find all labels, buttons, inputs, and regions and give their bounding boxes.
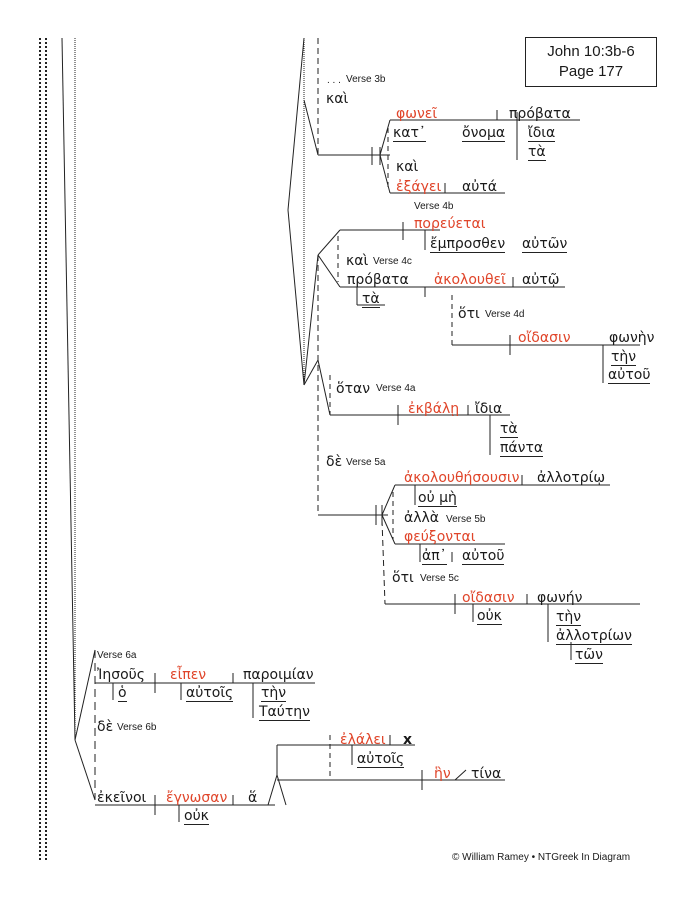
verse-label-5a: Verse 5a: [346, 457, 386, 468]
word-tauten: Ταύτην: [259, 704, 311, 721]
verb-oidasin: οἴδασιν: [462, 590, 515, 606]
word-auto: αὐτῷ: [522, 272, 560, 288]
word-phonen: φωνὴν: [609, 330, 655, 346]
verb-exagei: ἐξάγει: [396, 179, 442, 195]
verse-label-5c: Verse 5c: [420, 573, 459, 584]
verse-label-6a: Verse 6a: [97, 650, 137, 661]
verb-pheuxontai: φεύξονται: [404, 529, 476, 545]
verb-oidasin: οἴδασιν: [518, 330, 571, 346]
word-ouk: οὐκ: [477, 608, 502, 625]
verb-phonei: φωνεῖ: [396, 106, 438, 122]
verb-poreuetai: πορεύεται: [414, 216, 486, 232]
verse-label-6b: Verse 6b: [117, 722, 157, 733]
word-ap: ἀπ᾽: [422, 548, 447, 565]
word-autou: αὐτοῦ: [608, 367, 651, 384]
verb-egnosan: ἔγνωσαν: [166, 790, 228, 806]
word-de: δὲ: [97, 719, 114, 735]
word-kai: καὶ: [346, 253, 369, 269]
verb-ekbale: ἐκβάλῃ: [408, 401, 460, 417]
word-allotrion: ἀλλοτρίων: [556, 628, 632, 645]
word-ou-me: οὐ μὴ: [418, 490, 457, 507]
verse-label-4b: Verse 4b: [414, 201, 454, 212]
word-ekeinoi: ἐκεῖνοι: [97, 790, 147, 806]
word-hotan: ὅταν: [336, 381, 371, 397]
verse-label-4a: Verse 4a: [376, 383, 416, 394]
word-hoti: ὅτι: [458, 306, 480, 322]
word-ho: ὁ: [118, 685, 127, 702]
word-emprosthen: ἔμπροσθεν: [430, 236, 506, 253]
word-hoti: ὅτι: [392, 570, 414, 586]
verb-elalei: ἐλάλει: [340, 732, 386, 748]
word-ta: τὰ: [362, 291, 380, 308]
word-onoma: ὄνομα: [462, 125, 506, 142]
word-ton: τῶν: [575, 647, 603, 664]
word-ouk: οὐκ: [184, 808, 209, 825]
word-de: δὲ: [326, 454, 343, 470]
word-idia: ἴδια: [528, 125, 556, 142]
word-autois: αὐτοῖς: [186, 685, 234, 702]
word-ta: τὰ: [500, 421, 518, 438]
word-kat: κατ᾽: [393, 125, 426, 142]
verse-label-5b: Verse 5b: [446, 514, 486, 525]
word-iesous: Ἰησοῦς: [97, 667, 145, 683]
word-allotrio: ἀλλοτρίῳ: [537, 470, 606, 486]
page-reference-box: John 10:3b-6 Page 177: [525, 37, 657, 87]
word-phonen: φωνήν: [537, 590, 583, 606]
credit-footer: © William Ramey • NTGreek In Diagram: [452, 852, 631, 863]
word-paroimian: παροιμίαν: [243, 667, 314, 683]
word-hn: ἣν: [434, 766, 451, 782]
word-autou: αὐτοῦ: [462, 548, 505, 565]
word-ten: τὴν: [556, 609, 582, 626]
word-alla: ἀλλὰ: [404, 510, 440, 526]
verb-eipen: εἶπεν: [170, 667, 207, 683]
verse-prefix: . . .: [327, 75, 341, 86]
word-kai: καὶ: [396, 159, 419, 175]
word-panta: πάντα: [500, 440, 544, 457]
word-probata: πρόβατα: [509, 106, 571, 122]
word-x: x: [403, 732, 413, 748]
verb-akolouthesousin: ἀκολουθήσουσιν: [404, 470, 520, 486]
verse-label-4d: Verse 4d: [485, 309, 525, 320]
word-ten: τὴν: [261, 685, 287, 702]
word-auta: αὐτά: [462, 179, 497, 195]
word-idia: ἴδια: [475, 401, 503, 417]
passage-reference: John 10:3b-6: [547, 43, 635, 60]
word-kai: καὶ: [326, 91, 349, 107]
word-ha: ἅ: [248, 790, 258, 806]
word-ta: τὰ: [528, 144, 546, 161]
verb-akolouthei: ἀκολουθεῖ: [434, 272, 506, 288]
word-auton: αὐτῶν: [522, 236, 568, 253]
word-autois: αὐτοῖς: [357, 751, 405, 768]
word-tina: τίνα: [471, 766, 502, 782]
verse-label-3b: Verse 3b: [346, 74, 386, 85]
verse-label-4c: Verse 4c: [373, 256, 412, 267]
word-probata: πρόβατα: [347, 272, 409, 288]
word-ten: τὴν: [611, 349, 637, 366]
page-number: Page 177: [558, 63, 624, 80]
